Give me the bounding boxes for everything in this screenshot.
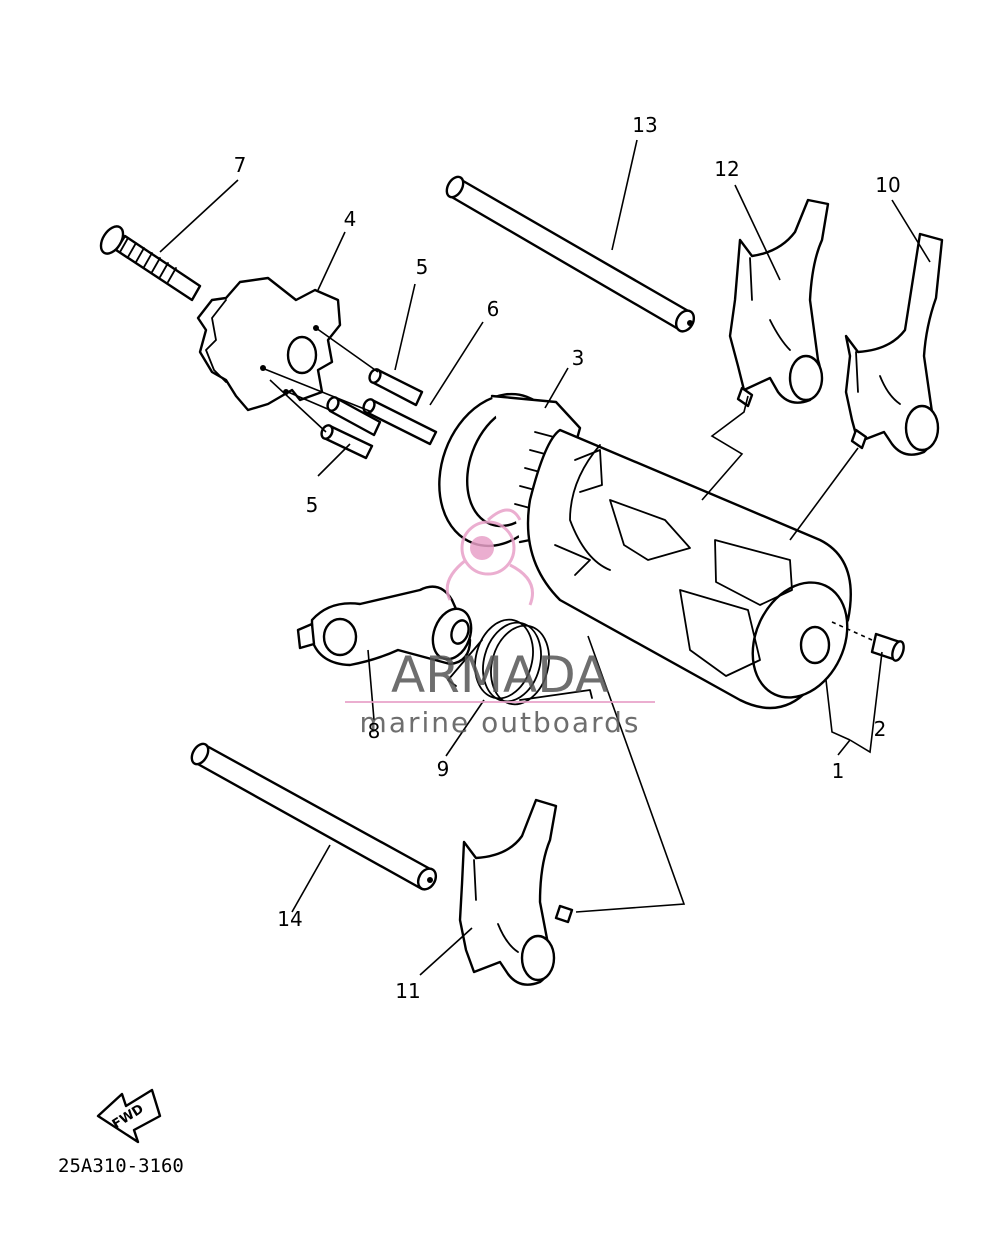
shift-drum-segment (196, 276, 342, 412)
torsion-spring (447, 618, 593, 706)
bolt (99, 225, 202, 302)
callout-9: 9 (437, 757, 450, 781)
watermark-dot (470, 536, 494, 560)
callout-13: 13 (632, 113, 657, 137)
callout-3: 3 (572, 346, 585, 370)
drum-pin (831, 621, 905, 662)
callout-1: 1 (832, 759, 845, 783)
shift-fork-10 (844, 232, 944, 456)
watermark-ring (460, 520, 516, 576)
callout-10: 10 (875, 173, 900, 197)
shift-drum (526, 428, 852, 710)
shift-rod-lower (190, 742, 438, 891)
watermark-brand: ARMADA (391, 646, 609, 704)
watermark-logo: ARMADA marine outboards (345, 508, 655, 739)
callout-2: 2 (874, 717, 887, 741)
drawing-code: 25A310-3160 (58, 1155, 184, 1177)
dowel-pin-lower (320, 424, 374, 460)
shift-fork-11 (458, 798, 574, 986)
callout-8: 8 (368, 719, 381, 743)
callout-12: 12 (714, 157, 739, 181)
leader-lines (159, 139, 931, 976)
dowel-pin-middle (326, 396, 382, 437)
callout-14: 14 (277, 907, 302, 931)
dowel-pin-upper (368, 368, 424, 407)
callout-labels: 7 4 5 6 5 3 13 12 10 2 1 8 9 14 11 (234, 113, 901, 1003)
forward-arrow-icon: FWD (96, 1088, 162, 1144)
callout-4: 4 (344, 207, 357, 231)
watermark-tagline: marine outboards (360, 706, 641, 739)
shift-fork-12 (728, 198, 830, 408)
callout-7: 7 (234, 153, 247, 177)
callout-11: 11 (395, 979, 420, 1003)
callout-5-lower: 5 (306, 493, 319, 517)
shift-rod-upper (445, 175, 696, 333)
propeller-icon (445, 508, 534, 606)
callout-5-upper: 5 (416, 255, 429, 279)
callout-6: 6 (487, 297, 500, 321)
shift-lever (296, 585, 473, 667)
